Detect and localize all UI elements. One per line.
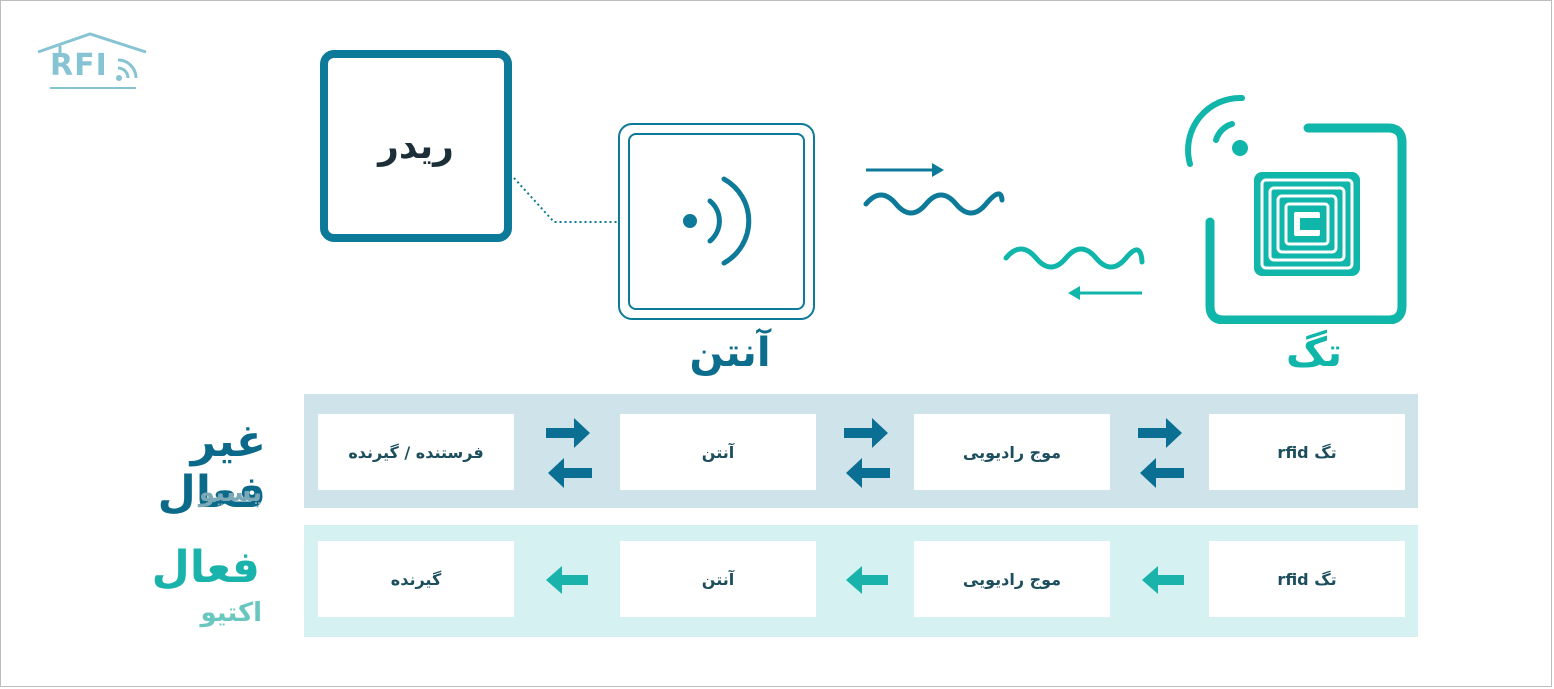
house-roof-icon <box>37 32 147 89</box>
reader-antenna-connector <box>513 177 618 223</box>
passive-cell-antenna: آنتن <box>620 414 816 490</box>
reader-label: ریدر <box>378 125 454 167</box>
antenna-caption: آنتن <box>689 330 771 376</box>
active-cell-receiver: گیرنده <box>318 541 514 617</box>
bidirectional-arrows-icon <box>844 418 890 488</box>
active-cell-radio-wave: موج رادیویی <box>914 541 1110 617</box>
left-arrow-icon <box>546 566 588 594</box>
active-cell-antenna: آنتن <box>620 541 816 617</box>
tag-icon <box>1185 94 1407 324</box>
antenna-signal-icon <box>683 176 752 266</box>
passive-subtitle: پسیو <box>198 478 262 508</box>
passive-cell-rfid-tag: تگ rfid <box>1209 414 1405 490</box>
passive-cell-transceiver: فرستنده / گیرنده <box>318 414 514 490</box>
bidirectional-arrows-icon <box>546 418 592 488</box>
passive-band: فرستنده / گیرنده آنتن موج رادیویی تگ rfi… <box>304 394 1418 508</box>
antenna-box <box>618 123 815 320</box>
tag-caption: تگ <box>1286 330 1342 376</box>
logo-text: RFI <box>50 48 108 83</box>
bidirectional-arrows-icon <box>1138 418 1184 488</box>
rfid-chip-icon <box>1254 172 1360 276</box>
left-arrow-icon <box>846 566 888 594</box>
active-band: گیرنده آنتن موج رادیویی تگ rfid <box>304 525 1418 637</box>
active-subtitle: اکتیو <box>200 598 262 628</box>
incoming-wave <box>1003 246 1145 300</box>
passive-cell-radio-wave: موج رادیویی <box>914 414 1110 490</box>
outgoing-wave <box>863 163 1005 216</box>
reader-box: ریدر <box>320 50 512 242</box>
active-cell-rfid-tag: تگ rfid <box>1209 541 1405 617</box>
left-arrow-icon <box>1142 566 1184 594</box>
rfid-logo: RFI <box>36 30 148 94</box>
passive-title: غیر فعال <box>157 416 266 518</box>
active-title: فعال <box>151 542 260 593</box>
antenna-box-inner <box>628 133 805 310</box>
